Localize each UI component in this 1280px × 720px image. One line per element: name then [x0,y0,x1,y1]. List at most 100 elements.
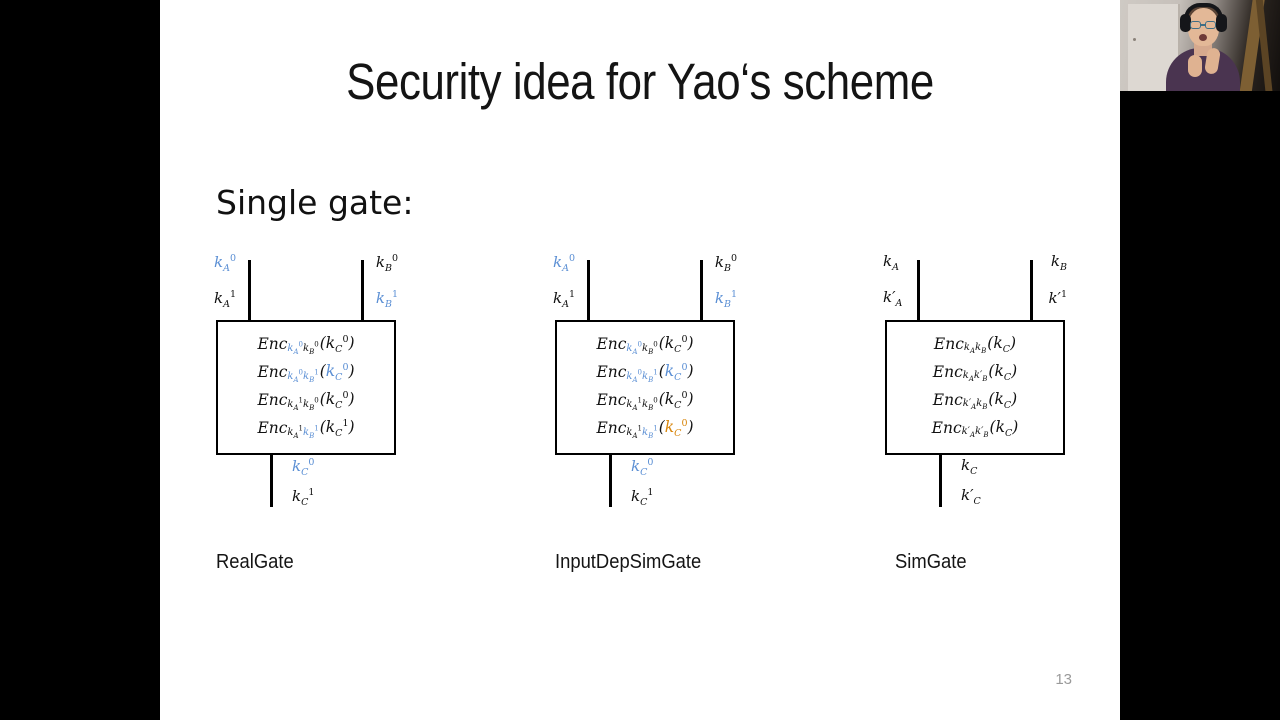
enc-symbol: Enc [931,419,962,438]
enc-key-subscript: k′Ak′B [961,426,989,439]
webcam-person-mouth [1199,34,1207,41]
input-wire-a [917,260,920,320]
enc-argument: (kC) [989,417,1019,439]
enc-argument: (kC1) [319,418,355,440]
page-title: Security idea for Yao‘s scheme [346,53,934,110]
input-label-b-bottom: kB1 [375,289,398,310]
glasses-bridge-icon [1201,24,1205,26]
input-label-a-bottom: kA1 [214,289,237,310]
enc-symbol: Enc [596,335,627,354]
gate-input-wires: kA0 kA1 kB0 kB1 [214,252,398,320]
input-label-a-bottom: kA1 [553,289,576,310]
enc-key-subscript: kA1kB0 [626,396,658,413]
enc-key-subscript: kA1kB0 [287,396,319,413]
enc-symbol: Enc [257,419,288,438]
input-label-b-bottom: kB1 [714,289,737,310]
input-wire-b [1030,260,1033,320]
webcam-doorknob [1133,38,1136,41]
input-label-b-bottom: k′1 [1048,289,1067,307]
input-wire-a [248,260,251,320]
enc-argument: (kC) [987,333,1017,355]
enc-key-subscript: k′AkB [962,398,988,411]
enc-symbol: Enc [596,419,627,438]
output-wire-c [270,455,273,507]
enc-symbol: Enc [932,363,963,382]
enc-argument: (kC0) [319,362,355,384]
enc-symbol: Enc [596,391,627,410]
enc-symbol: Enc [257,391,288,410]
enc-symbol: Enc [932,391,963,410]
input-label-b-top: kB0 [375,253,398,274]
input-label-b-top: kB0 [714,253,737,274]
enc-key-subscript: kA1kB1 [287,424,319,441]
input-label-a-bottom: k′A [883,288,903,309]
enc-key-subscript: kA0kB0 [626,340,658,357]
enc-symbol: Enc [596,363,627,382]
gate-input-wires: kA0 kA1 kB0 kB1 [553,252,737,320]
slide-canvas: Security idea for Yao‘s scheme Single ga… [160,0,1120,720]
input-label-a-top: kA0 [214,253,237,274]
enc-symbol: Enc [257,363,288,382]
output-wire-c [939,455,942,507]
section-subtitle: Single gate: [216,183,414,222]
presenter-webcam[interactable] [1120,0,1280,91]
input-wire-b [700,260,703,320]
gate-input-wires: kA k′A kB k′1 [883,252,1067,320]
input-label-a-top: kA0 [553,253,576,274]
enc-argument: (kC) [988,361,1018,383]
enc-argument: (kC0) [658,334,694,356]
gate-caption-3: SimGate [895,551,967,573]
enc-key-subscript: kA0kB1 [287,368,319,385]
headphone-cup-left-icon [1180,14,1191,32]
enc-key-subscript: kAk′B [962,370,988,383]
gate-caption-1: RealGate [216,551,294,573]
enc-argument: (kC0) [658,390,694,412]
enc-key-subscript: kA1kB1 [626,424,658,441]
enc-argument: (kC0) [319,390,355,412]
headphone-band-icon [1184,3,1223,19]
output-label-c-top: kC [961,456,978,477]
enc-key-subscript: kA0kB0 [287,340,319,357]
enc-key-subscript: kAkB [963,342,987,355]
output-label-c-top: kC0 [292,457,315,478]
output-label-c-bottom: k′C [961,486,981,507]
enc-key-subscript: kA0kB1 [626,368,658,385]
input-wire-b [361,260,364,320]
enc-symbol: Enc [933,335,964,354]
enc-argument: (kC) [988,389,1018,411]
glasses-lens-right-icon [1205,21,1216,29]
webcam-person-hand-left [1188,55,1202,77]
input-label-b-top: kB [1050,252,1067,273]
input-wire-a [587,260,590,320]
enc-argument: (kC0) [658,362,694,384]
glasses-lens-left-icon [1190,21,1201,29]
enc-symbol: Enc [257,335,288,354]
page-number: 13 [1055,671,1072,688]
input-label-a-top: kA [883,252,899,273]
output-label-c-top: kC0 [631,457,654,478]
gate-caption-2: InputDepSimGate [555,551,702,573]
gate-output-wire-group: kC k′C [885,455,1065,521]
headphone-cup-right-icon [1216,14,1227,32]
enc-argument: (kC0) [658,418,694,440]
